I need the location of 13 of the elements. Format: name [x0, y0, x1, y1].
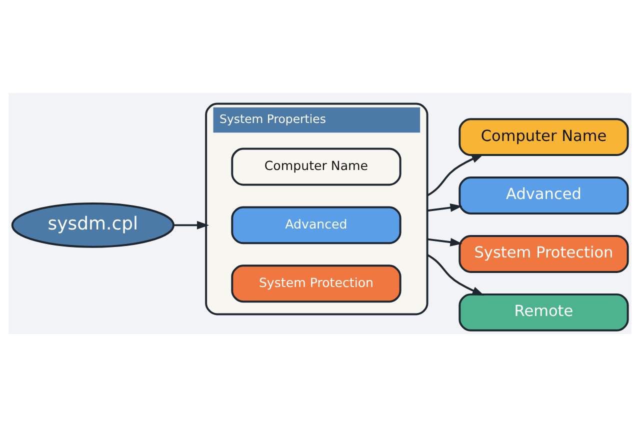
arrow: [426, 254, 484, 296]
node-box: Advanced: [231, 206, 402, 244]
arrow: [427, 203, 462, 212]
node-box: Computer Name: [458, 118, 629, 156]
node-box: Remote: [458, 293, 629, 332]
arrow: [174, 220, 210, 230]
node-ellipse: sysdm.cpl: [11, 202, 174, 248]
node-box: System Protection: [458, 234, 629, 273]
arrow: [427, 238, 462, 246]
node-box: Computer Name: [231, 148, 402, 186]
arrow: [426, 154, 484, 196]
node-box: Advanced: [458, 176, 629, 214]
node-box: System Protection: [231, 264, 402, 303]
